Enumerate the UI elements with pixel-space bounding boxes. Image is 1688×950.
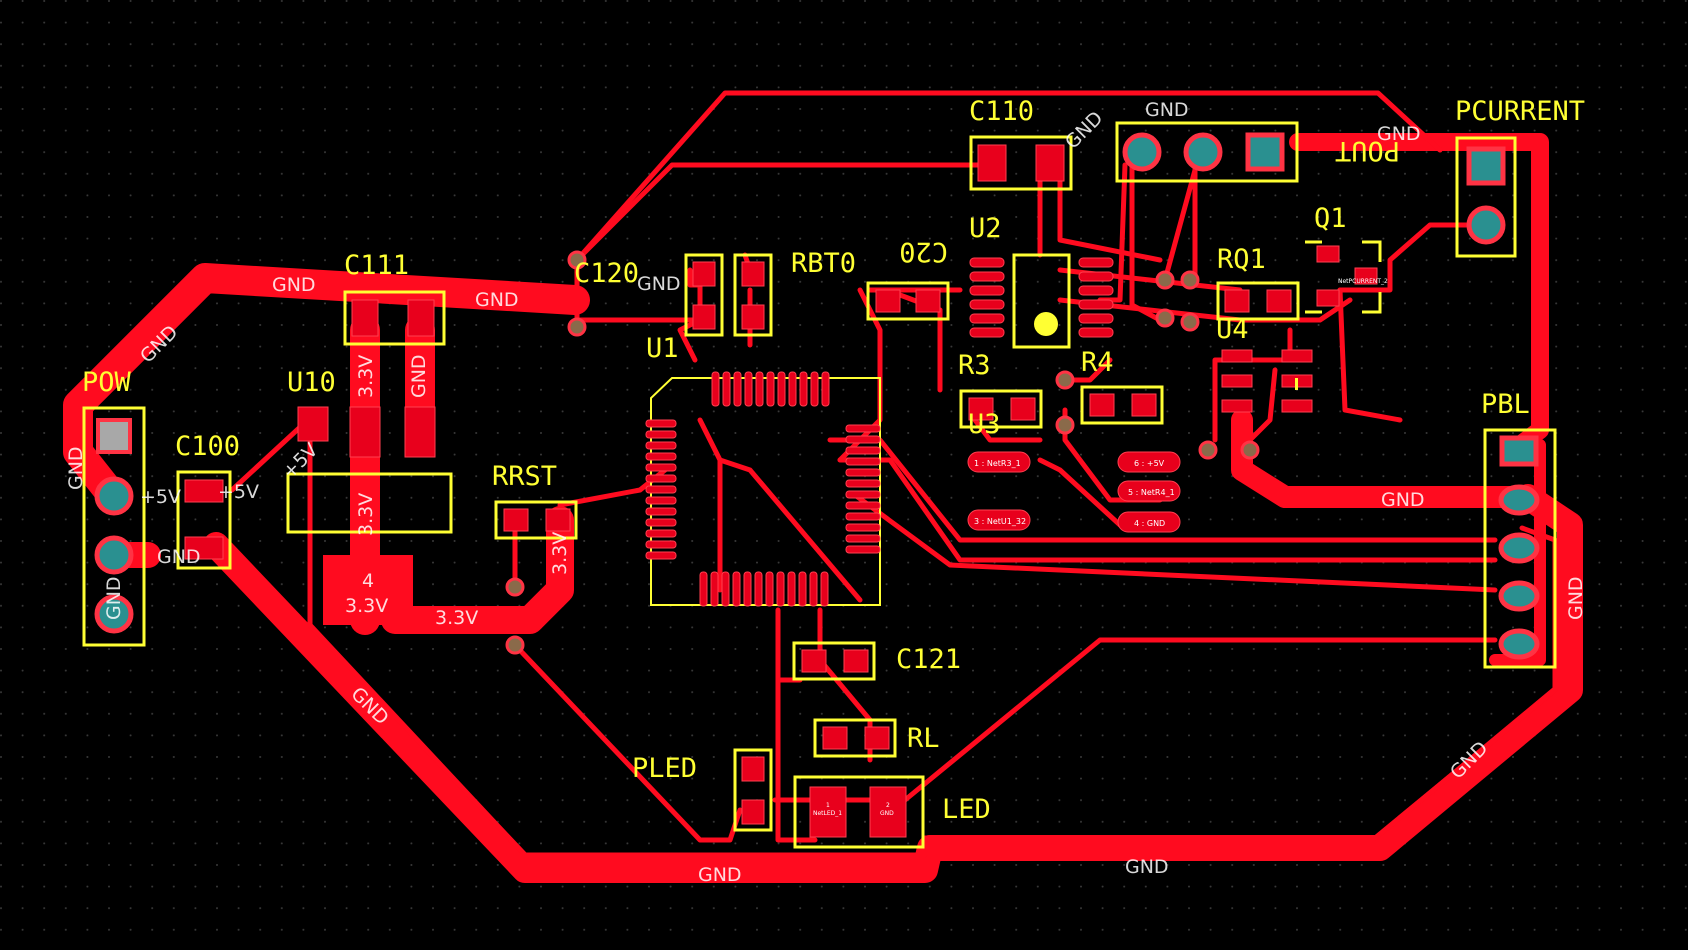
u1-bottom-pins (699, 571, 829, 607)
u4-pin4-label: 4 : GND (1134, 519, 1165, 528)
designator-r3: R3 (958, 350, 991, 381)
net-gnd-label-2: GND (475, 289, 519, 311)
designator-c121: C121 (896, 644, 961, 675)
net-gnd-label-9: GND (157, 546, 201, 568)
u4-pin6-label: 6 : +5V (1134, 459, 1165, 468)
net-5v-label-2: +5V (218, 481, 259, 503)
capacitor-c110[interactable] (969, 135, 1073, 191)
u10-tab-pin-number: 4 (362, 570, 374, 592)
designator-c120: C120 (574, 258, 639, 289)
net-labels: GND GND GND GND GND GND GND GND GND GND … (65, 99, 1587, 886)
net-gnd-label-16: GND (408, 354, 430, 398)
net-33v-label-4: 3.3V (435, 607, 478, 629)
net-33v-label-5: 3.3V (345, 595, 388, 617)
ic-u4-pads[interactable] (1117, 451, 1181, 533)
led-pin2-net: GND (880, 810, 894, 817)
u1-left-pins (645, 419, 677, 560)
designator-u4: U4 (1216, 314, 1249, 345)
net-33v-label-2: 3.3V (355, 493, 377, 536)
net-gnd-label-11: GND (65, 446, 87, 490)
led-pin1-net: NetLED_1 (813, 810, 842, 817)
regulator-u10[interactable] (286, 406, 453, 534)
u4-pin5-label: 5 : NetR4_1 (1128, 488, 1175, 497)
net-gnd-label-8: GND (1125, 856, 1169, 878)
connector-pcurrent[interactable] (1455, 136, 1517, 258)
designator-pled: PLED (632, 753, 697, 784)
designator-u10: U10 (287, 367, 336, 398)
net-gnd-label-5: GND (1377, 123, 1421, 145)
capacitor-c121[interactable] (792, 641, 876, 681)
capacitor-c100[interactable] (176, 470, 232, 570)
net-33v-label-3: 3.3V (549, 532, 571, 575)
u3-pin1-label: 1 : NetR3_1 (974, 459, 1021, 468)
designator-rq1: RQ1 (1217, 244, 1266, 275)
designator-pbl: PBL (1481, 389, 1530, 420)
resistor-rl[interactable] (813, 718, 897, 758)
designator-u2: U2 (969, 213, 1002, 244)
u3-pin3-label: 3 : NetU1_32 (974, 517, 1026, 526)
connector-pout[interactable] (1115, 121, 1299, 183)
led-pin2-number: 2 (886, 802, 890, 809)
designator-c100: C100 (175, 431, 240, 462)
led-led[interactable] (793, 775, 925, 849)
designator-rrst: RRST (492, 461, 557, 492)
capacitor-c120[interactable] (684, 253, 724, 337)
connector-pow[interactable] (82, 406, 146, 647)
designators: POW C100 U10 C111 C120 U1 RBT0 C20 C110 … (82, 96, 1585, 825)
designator-q1: Q1 (1314, 203, 1347, 234)
u1-right-pins (845, 424, 881, 554)
designator-u3: U3 (968, 409, 1001, 440)
net-gnd-label-1: GND (272, 274, 316, 296)
ic-u3[interactable] (967, 451, 1031, 531)
u1-top-pins (711, 371, 830, 407)
v33-thick-traces (323, 315, 574, 635)
designator-rl: RL (907, 723, 940, 754)
capacitor-c20[interactable] (866, 281, 950, 321)
net-33v-label-1: 3.3V (355, 355, 377, 398)
q1-net-label: NetPCURRENT_2 (1338, 278, 1388, 285)
net-gnd-label-6: GND (1381, 489, 1425, 511)
connector-pled[interactable] (733, 748, 773, 832)
designator-pow: POW (82, 367, 132, 398)
designator-c20: C20 (899, 236, 948, 267)
net-gnd-label-15: GND (103, 576, 125, 620)
net-5v-label-1: +5V (140, 486, 181, 508)
resistor-r4[interactable] (1080, 385, 1164, 425)
connector-pbl[interactable] (1483, 428, 1557, 669)
designator-rbt0: RBT0 (791, 248, 856, 279)
resistor-rq1[interactable] (1216, 281, 1300, 321)
net-gnd-label-14: GND (1565, 576, 1587, 620)
net-gnd-label-4: GND (1145, 99, 1189, 121)
designator-u1: U1 (646, 333, 679, 364)
pow-pin-4-pad[interactable] (94, 594, 134, 634)
designator-c110: C110 (969, 96, 1034, 127)
capacitor-c111[interactable] (343, 290, 446, 346)
net-gnd-label-3: GND (637, 273, 681, 295)
led-pin1-number: 1 (826, 802, 830, 809)
pow-pin-3-pad[interactable] (94, 535, 134, 575)
designator-led: LED (942, 794, 991, 825)
resistor-rrst[interactable] (494, 500, 578, 540)
vias (505, 250, 1260, 655)
designator-pout: POUT (1335, 135, 1400, 166)
resistor-r3[interactable] (959, 389, 1043, 429)
resistor-rbt0[interactable] (733, 253, 773, 337)
designator-c111: C111 (344, 250, 409, 281)
designator-r4: R4 (1081, 347, 1114, 378)
net-gnd-label-7: GND (698, 864, 742, 886)
ic-u4[interactable] (1221, 349, 1313, 413)
mcu-u1[interactable] (645, 371, 881, 607)
designator-pcurrent: PCURRENT (1455, 96, 1585, 127)
ic-u2[interactable] (969, 253, 1114, 349)
pow-pin-2-pad[interactable] (94, 476, 134, 516)
transistor-q1[interactable] (1305, 240, 1382, 314)
pow-pin-1-pad[interactable] (96, 418, 132, 454)
